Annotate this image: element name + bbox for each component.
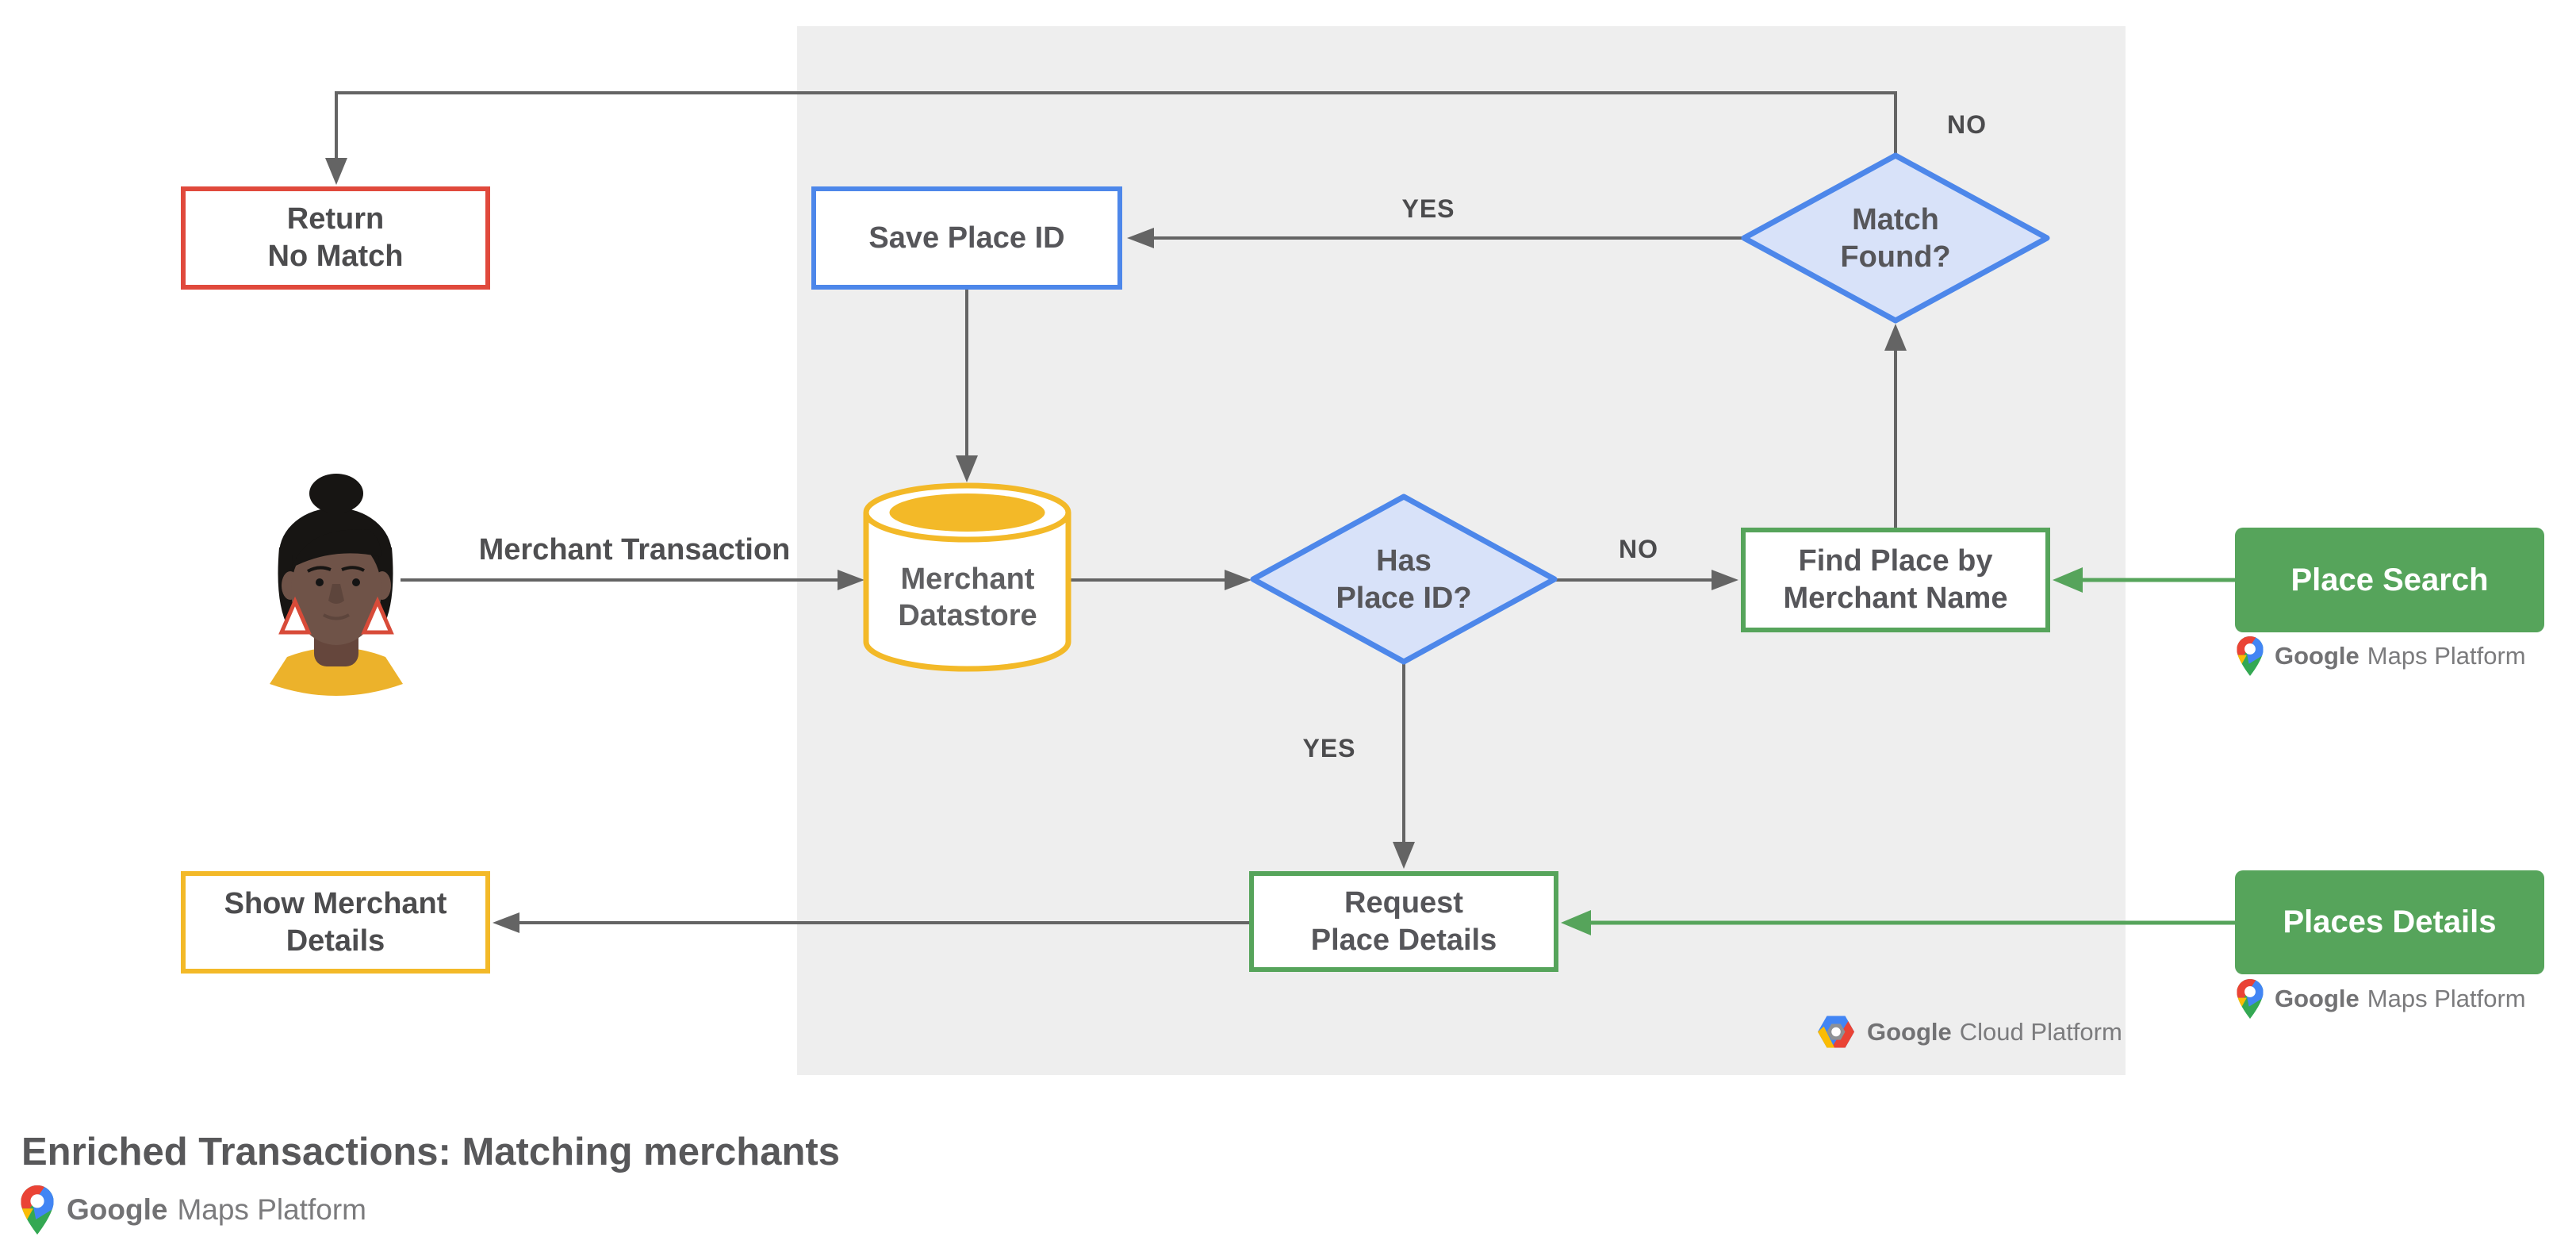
avatar-earring-left [278,596,312,635]
save-place-id-label: Save Place ID [868,221,1065,255]
place-search-button: Place Search [2235,528,2544,632]
place-search-label: Place Search [2290,562,2489,597]
avatar-earring-right [361,596,394,635]
match-found-label: Match Found? [1840,203,1951,274]
avatar-shirt [270,647,403,696]
find-place-box: Find Place by Merchant Name [1741,528,2050,632]
merchant-datastore-cylinder [863,482,1071,672]
gmp-brand-text: Google [2275,642,2359,670]
gcp-brand-text: Google [1867,1017,1952,1046]
return-no-match-box: Return No Match [181,186,490,290]
has-place-id-yes-label: YES [1302,734,1356,762]
customer-avatar [270,474,403,696]
avatar-fringe [291,529,381,568]
gcp-product-text: Cloud Platform [1959,1017,2122,1046]
show-merchant-details-line2: Details [286,924,385,958]
places-details-label: Places Details [2283,904,2497,939]
google-cloud-hexagon-icon [1818,1016,1854,1048]
request-place-details-box: Request Place Details [1249,871,1558,972]
find-place-line2: Merchant Name [1783,582,2008,615]
avatar-nose [328,584,344,604]
match-found-yes-label: YES [1401,194,1455,223]
merchant-datastore-label: Merchant Datastore [898,563,1037,632]
request-place-details-line1: Request [1344,885,1463,920]
arrowheads [325,158,1907,933]
gmp-logo-footer: Google Maps Platform [21,1185,366,1235]
diagram-title: Enriched Transactions: Matching merchant… [21,1131,840,1173]
places-details-button: Places Details [2235,870,2544,974]
has-place-id-diamond [1250,494,1558,665]
api-connector-lines [1588,578,2235,925]
match-found-no-label: NO [1947,110,1987,139]
gmp-logo-place-search: Google Maps Platform [2237,636,2526,676]
gcp-logo: Google Cloud Platform [1818,1016,2122,1048]
find-place-line1: Find Place by [1798,544,1993,578]
match-found-diamond [1741,152,2050,324]
has-place-id-label: Has Place ID? [1336,544,1472,615]
has-place-id-no-label: NO [1619,535,1658,563]
edge-match-found-no-return [335,91,1897,160]
google-maps-pin-icon [2237,979,2264,1019]
gmp-product-text: Maps Platform [2367,642,2526,670]
return-no-match-line2: No Match [267,240,404,273]
return-no-match-line1: Return [286,202,385,236]
merchant-transaction-label: Merchant Transaction [478,533,791,566]
google-maps-pin-icon [21,1185,54,1235]
request-place-details-line2: Place Details [1310,923,1497,957]
google-maps-pin-icon [2237,636,2264,676]
show-merchant-details-box: Show Merchant Details [181,871,490,974]
avatar-mouth [323,613,350,620]
show-merchant-details-line1: Show Merchant [224,886,447,920]
api-arrowheads [1561,567,2083,935]
gmp-logo-places-details: Google Maps Platform [2237,979,2526,1019]
avatar-hair-bun [309,474,363,513]
save-place-id-box: Save Place ID [811,186,1122,290]
connector-lines [335,91,1897,924]
